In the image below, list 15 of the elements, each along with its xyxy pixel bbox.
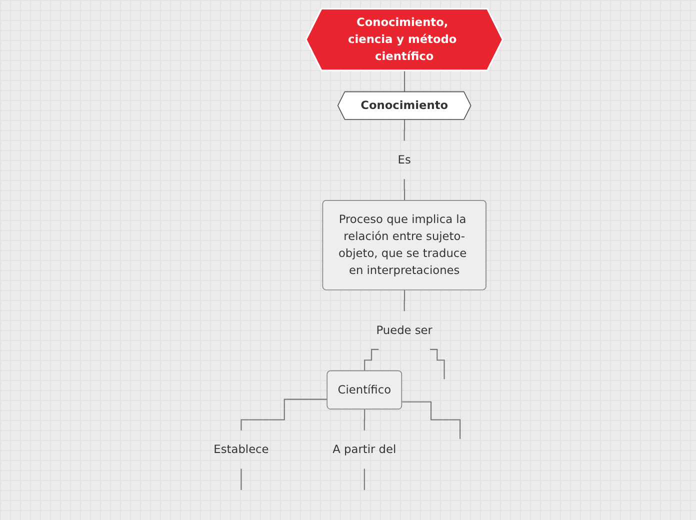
node-text: Establece <box>214 442 270 456</box>
node-text: Es <box>398 152 412 166</box>
connector <box>402 401 462 440</box>
node-text: A partir del <box>333 442 397 456</box>
connector <box>404 178 406 202</box>
connector <box>430 348 446 380</box>
connector <box>241 468 242 491</box>
connector <box>404 119 406 142</box>
connector <box>364 408 366 431</box>
connector <box>364 348 380 372</box>
connector <box>241 398 328 431</box>
connector <box>404 70 406 93</box>
connector <box>404 290 406 312</box>
connector <box>364 468 366 491</box>
node-text: Puede ser <box>376 323 433 337</box>
